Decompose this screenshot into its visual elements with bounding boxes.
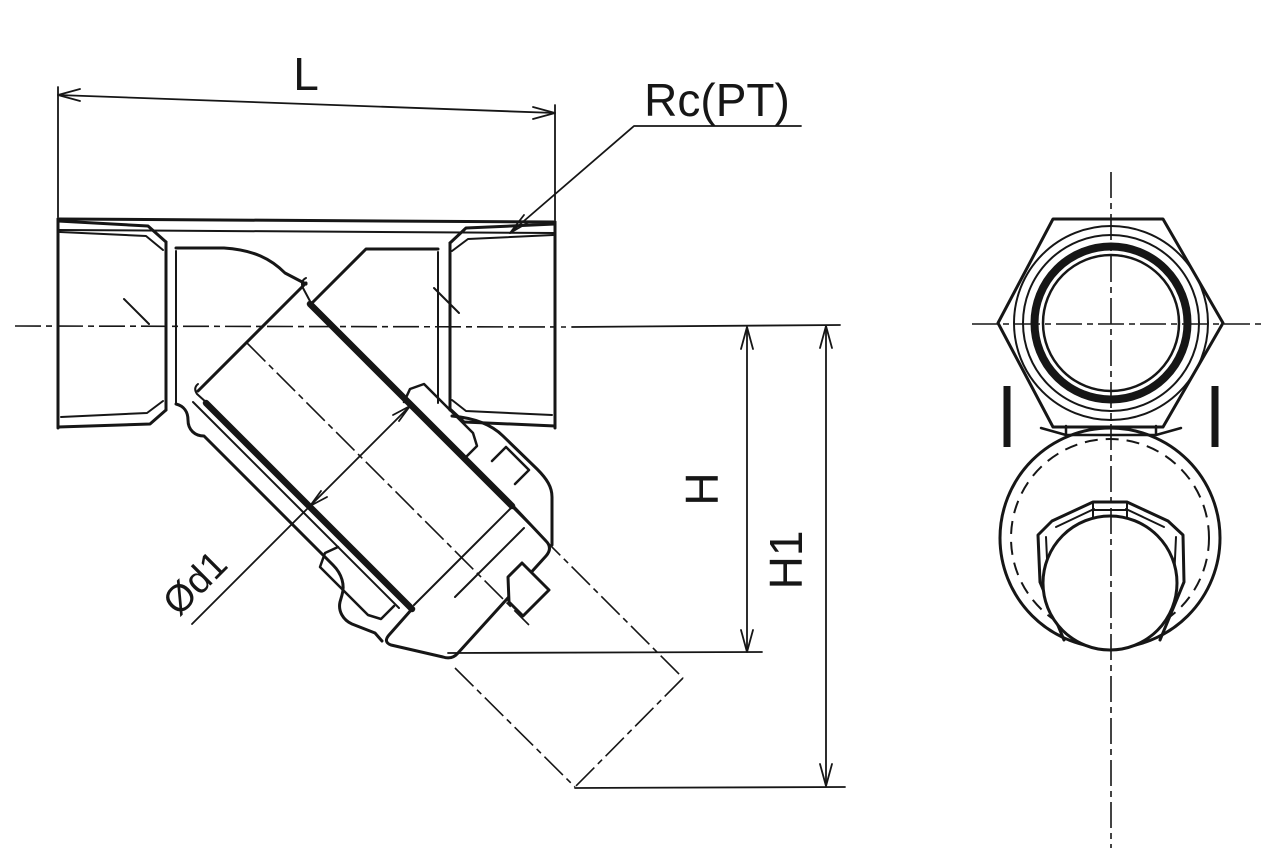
- leg-flange-face: [196, 281, 308, 393]
- thread-spec-label: Rc(PT): [644, 74, 790, 126]
- left-socket-chamfer-bottom: [56, 408, 168, 429]
- cap-end-view: [998, 426, 1222, 652]
- d1-dimension-line: [191, 405, 411, 625]
- leg-lower-surface: [192, 401, 400, 609]
- left-boss-outline: [174, 402, 384, 643]
- screen-diameter-label: Ød1: [155, 543, 235, 623]
- cap-spigot: [506, 561, 551, 618]
- left-thread-tick: [123, 298, 150, 325]
- L-extension-lines: [57, 86, 556, 221]
- thread-callout: Rc(PT): [509, 74, 802, 234]
- strainer-leg: [192, 277, 531, 621]
- leg-lower-lug: [318, 545, 396, 621]
- thread-leader-arrowhead: [509, 214, 530, 234]
- H1-arrowheads: [819, 325, 833, 787]
- right-step-outline: [450, 414, 554, 547]
- leg-upper-lug: [402, 382, 479, 461]
- dimension-H1: H1: [574, 325, 846, 789]
- leg-upper-flange: [490, 445, 531, 486]
- dimension-H: H: [447, 324, 841, 654]
- leg-centerline: [333, 328, 684, 679]
- right-socket-chamfer-bottom-inner: [451, 399, 553, 416]
- H-bottom-extension: [447, 651, 763, 654]
- left-socket-chamfer: [56, 219, 168, 244]
- centerline-reference-extension: [571, 324, 841, 328]
- strainer-cap: [384, 504, 551, 660]
- right-neck: [308, 247, 440, 307]
- left-neck: [174, 246, 308, 286]
- body-top-edge: [56, 217, 557, 224]
- right-thread-tick: [433, 287, 460, 314]
- leg-upper-relief: [301, 277, 312, 304]
- L-arrowheads: [57, 88, 556, 120]
- left-socket-chamfer-bottom-inner: [60, 400, 164, 418]
- left-socket-chamfer-inner: [59, 231, 164, 251]
- side-centerlines: [972, 172, 1262, 848]
- side-rib-lugs: [1003, 386, 1219, 447]
- L-dimension-line: [57, 94, 556, 114]
- front-centerlines: [14, 325, 684, 788]
- dimension-H1-label: H1: [760, 531, 812, 590]
- screen-surface-extension: [454, 667, 576, 788]
- d1-arrowheads: [309, 405, 411, 507]
- hex-nut-outline: [996, 217, 1225, 429]
- body-top-inner-edge: [57, 229, 556, 234]
- dimension-L: L: [57, 48, 556, 221]
- right-socket-chamfer-inner: [451, 234, 554, 252]
- thread-leader-line: [509, 125, 802, 234]
- cap-outline: [384, 504, 551, 660]
- body-outline: [56, 217, 557, 643]
- H1-bottom-extension: [574, 786, 846, 789]
- cap-washer-face: [413, 507, 512, 606]
- right-socket-chamfer: [448, 222, 557, 245]
- screen-centerline: [246, 342, 530, 626]
- H-arrowheads: [740, 326, 754, 653]
- cap-dome: [1041, 514, 1179, 652]
- pipe-centerline: [14, 325, 567, 328]
- dimension-L-label: L: [293, 48, 319, 100]
- leg-lower-relief: [194, 383, 208, 404]
- tip-perpendicular-centerline: [575, 677, 684, 787]
- side-view: [972, 172, 1262, 848]
- cap-facet-line: [454, 527, 525, 598]
- front-view: [14, 217, 684, 788]
- dimension-H-label: H: [676, 472, 728, 505]
